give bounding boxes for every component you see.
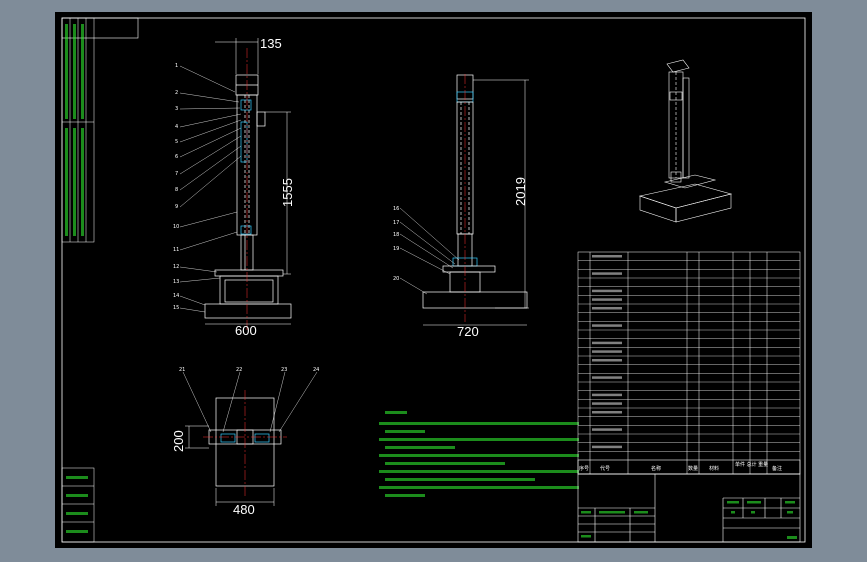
bom-cell-text (592, 341, 622, 345)
bom-cell-text (592, 255, 622, 258)
bom-cell-text (592, 428, 622, 431)
svg-text:20: 20 (393, 276, 399, 282)
svg-text:12: 12 (173, 264, 179, 270)
title-block-text (581, 501, 797, 539)
side-leaders (399, 207, 460, 295)
svg-text:23: 23 (281, 367, 287, 373)
svg-text:5: 5 (175, 139, 178, 145)
svg-text:11: 11 (173, 247, 179, 253)
technical-notes (379, 411, 579, 497)
dim-front-base-width: 600 (235, 323, 257, 338)
cad-drawing: 1 2 3 4 5 6 7 8 9 10 11 12 13 14 15 135 … (61, 17, 806, 543)
svg-text:15: 15 (173, 305, 179, 311)
svg-text:19: 19 (393, 246, 399, 252)
plan-balloon-labels: 21 22 23 24 (179, 367, 319, 373)
title-block (577, 473, 801, 543)
bom-cell-text (592, 402, 622, 405)
front-balloon-labels: 1 2 3 4 5 6 7 8 9 10 11 12 13 14 15 (173, 63, 179, 311)
dim-side-base-width: 720 (457, 324, 479, 339)
left-revision-strip (61, 17, 95, 543)
bom-header-code: 代号 (600, 465, 610, 472)
svg-text:9: 9 (175, 204, 178, 210)
side-view (422, 74, 528, 322)
dim-plan-height: 200 (171, 430, 186, 452)
dim-plan-width: 480 (233, 502, 255, 517)
bom-header-weight: 单件 总计 重量 (735, 461, 768, 468)
plan-dimension-lines (185, 425, 275, 506)
svg-text:7: 7 (175, 171, 178, 177)
svg-text:1: 1 (175, 63, 178, 69)
svg-text:24: 24 (313, 367, 319, 373)
bom-cell-text (592, 445, 622, 449)
svg-text:2: 2 (175, 90, 178, 96)
bom-cell-text (592, 324, 622, 327)
bom-header-name: 名称 (651, 465, 661, 472)
svg-text:10: 10 (173, 224, 179, 230)
bom-cell-text (592, 411, 622, 414)
bom-rows (578, 255, 800, 452)
svg-text:17: 17 (393, 220, 399, 226)
svg-text:3: 3 (175, 106, 178, 112)
bom-header-qty: 数量 (688, 465, 698, 472)
bom-header-material: 材料 (709, 465, 719, 472)
svg-text:16: 16 (393, 206, 399, 212)
bom-cell-text (592, 359, 622, 362)
svg-text:14: 14 (173, 293, 179, 299)
drawing-border (61, 17, 806, 543)
front-dimension-lines (205, 38, 291, 325)
front-view (204, 48, 292, 332)
bom-cell-text (592, 350, 622, 353)
side-balloon-labels: 16 17 18 19 20 (393, 206, 399, 282)
plan-view (203, 390, 287, 496)
bom-header-remarks: 备注 (772, 465, 782, 472)
svg-text:6: 6 (175, 154, 178, 160)
svg-text:22: 22 (236, 367, 242, 373)
bom-cell-text (592, 376, 622, 379)
bom-cell-text (592, 307, 622, 310)
bom-cell-text (592, 289, 622, 293)
dim-front-top-width: 135 (260, 36, 282, 51)
bom-cell-text (592, 298, 622, 301)
bom-cell-text (592, 272, 622, 275)
dim-front-height: 1555 (280, 178, 295, 207)
svg-text:4: 4 (175, 124, 178, 130)
bom-cell-text (592, 393, 622, 397)
svg-text:13: 13 (173, 279, 179, 285)
drawing-sheet: 1 2 3 4 5 6 7 8 9 10 11 12 13 14 15 135 … (55, 12, 812, 548)
front-leaders (179, 65, 242, 313)
plan-leaders (182, 371, 318, 433)
svg-text:18: 18 (393, 232, 399, 238)
side-dimension-lines (423, 79, 529, 326)
bom-table (577, 251, 801, 475)
left-strip-text (65, 24, 88, 533)
dim-side-height: 2019 (513, 177, 528, 206)
bom-header-seq: 序号 (579, 465, 589, 472)
isometric-view (638, 59, 733, 223)
svg-text:21: 21 (179, 367, 185, 373)
svg-text:8: 8 (175, 187, 178, 193)
